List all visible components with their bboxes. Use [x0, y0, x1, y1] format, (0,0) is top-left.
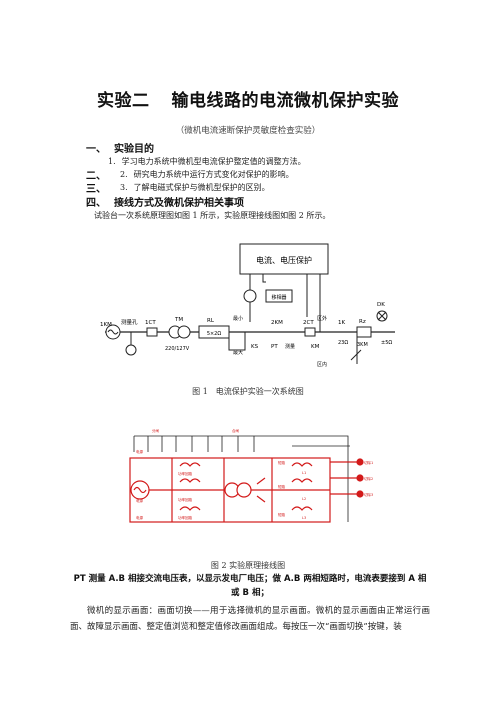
objective-item-2: 2. 研究电力系统中运行方式变化对保护的影响。 [120, 169, 294, 180]
section-label: 接线方式及微机保护相关事项 [114, 198, 244, 209]
objective-number: 2. [120, 170, 128, 179]
figure-1-diagram: 电流、电压保护 移相器 1KM 测量孔 1CT TM 220/127V 5×2Ω… [100, 243, 395, 368]
label-ct1: 1CT [145, 320, 156, 326]
label-meter: 测量孔 [121, 318, 138, 326]
fig2-label-8: 功率回路 [178, 497, 192, 502]
ct1-symbol [146, 327, 158, 337]
fig2-label-12: 切除3 [364, 492, 373, 497]
section-number: 一、 [86, 144, 106, 155]
fig2-label-3: 电源 [136, 515, 143, 520]
label-rl: RL [207, 318, 215, 324]
fig2-label-6: 短路 [278, 512, 286, 517]
display-paragraph: 微机的显示画面：画面切换——用于选择微机的显示画面。微机的显示画面由正常运行画面… [70, 606, 430, 632]
fig2-label-5: 短路 [278, 484, 286, 489]
fig2-label-13: L1 [302, 471, 306, 475]
intro-text: 试验台一次系统原理图如图 1 所示，实验原理接线图如图 2 所示。 [94, 211, 331, 220]
label-ohm2: ±5Ω [381, 340, 392, 346]
mode-switch-path [228, 332, 246, 351]
figure-2-caption: 图 2 实验原理接线图 [210, 561, 286, 570]
objective-item-3: 3. 了解电磁式保护与微机型保护的区别。 [120, 182, 270, 193]
objective-text: 了解电磁式保护与微机型保护的区别。 [133, 183, 270, 192]
protection-box-label: 电流、电压保护 [256, 255, 312, 265]
figure-1-caption: 图 1 电流保护实验一次系统图 [192, 387, 304, 396]
fig2-label-15: L3 [302, 516, 306, 520]
lamp-cross [377, 311, 387, 321]
label-large: 最大 [233, 349, 243, 356]
label-km2: 2KM [271, 320, 283, 326]
label-ratio: 5×2Ω [207, 331, 222, 337]
relay-box [265, 289, 293, 303]
fig2-label-14: L2 [302, 497, 306, 501]
section-heading-4: 四、接线方式及微机保护相关事项 [86, 194, 244, 209]
label-pt: PT [271, 344, 278, 350]
section-number: 四、 [86, 198, 106, 209]
label-rz: Rz [359, 319, 366, 325]
objective-text: 学习电力系统中微机型电流保护整定值的调整方法。 [121, 157, 306, 166]
fig2-label-2: 电源 [136, 498, 143, 503]
ground-switch [350, 332, 362, 364]
terminal-row [133, 435, 350, 522]
label-k1: 1K [338, 320, 345, 326]
red-circuit [129, 457, 364, 523]
fig2-label-1: 电源 [136, 449, 143, 454]
pt-note: PT 测量 A.B 相接交流电压表，以显示发电厂电压；做 A.B 两相短路时，电… [73, 574, 427, 598]
relay-box-label: 移相器 [271, 294, 286, 301]
figure-2-diagram: 电源 电源 电源 短路 短路 短路 功率回路 功率回路 功率回路 切除1 切除2… [129, 428, 373, 523]
label-dk: DK [377, 302, 385, 308]
fig2-label-4: 短路 [278, 460, 286, 465]
fig2-label-11: 切除2 [364, 476, 373, 481]
section-number: 三、 [86, 184, 106, 195]
experiment-number: 实验二 [97, 91, 150, 111]
label-measure: 测量 [285, 343, 295, 350]
resistor-rz [356, 326, 372, 338]
fig2-label-7: 功率回路 [178, 471, 192, 476]
transformer-icon-2 [177, 325, 191, 339]
sine-icon [107, 329, 119, 335]
section-heading-2: 二、 [86, 167, 114, 182]
fig2-label-17: 合闸 [232, 428, 239, 433]
label-zone1: 区外 [317, 315, 327, 322]
label-ct2: 2CT [303, 320, 314, 326]
section-label: 实验目的 [114, 144, 154, 155]
fig2-label-10: 切除1 [364, 460, 373, 465]
objective-number: 3. [120, 183, 128, 192]
section-heading-1: 一、实验目的 [86, 140, 154, 155]
label-ks: KS [251, 344, 259, 350]
label-ohm1: 23Ω [338, 340, 348, 346]
subtitle: （微机电流速断保护灵敏度检查实验） [175, 126, 321, 136]
experiment-name: 输电线路的电流微机保护实验 [171, 91, 399, 111]
label-tm: TM [174, 317, 183, 323]
ammeter-icon [125, 344, 137, 356]
ct2-symbol [304, 327, 316, 337]
label-source: 1KM [100, 322, 112, 328]
label-small: 最小 [233, 315, 243, 322]
protection-box [239, 243, 329, 275]
objective-number: 1. [108, 157, 116, 166]
section-heading-3: 三、 [86, 180, 114, 195]
label-voltage: 220/127V [165, 346, 190, 352]
objective-item-1: 1. 学习电力系统中微机型电流保护整定值的调整方法。 [108, 156, 306, 167]
label-km3: 3KM [357, 342, 368, 348]
pt-symbol [243, 289, 257, 303]
objective-text: 研究电力系统中运行方式变化对保护的影响。 [133, 170, 294, 179]
fig2-label-16: 分闸 [152, 428, 159, 433]
label-zone2: 区内 [317, 361, 327, 368]
control-wires [249, 274, 321, 332]
section-number: 二、 [86, 171, 106, 182]
fig2-label-9: 功率回路 [178, 515, 192, 520]
page-title: 实验二 输电线路的电流微机保护实验 [0, 86, 496, 111]
label-km1: KM [311, 344, 320, 350]
